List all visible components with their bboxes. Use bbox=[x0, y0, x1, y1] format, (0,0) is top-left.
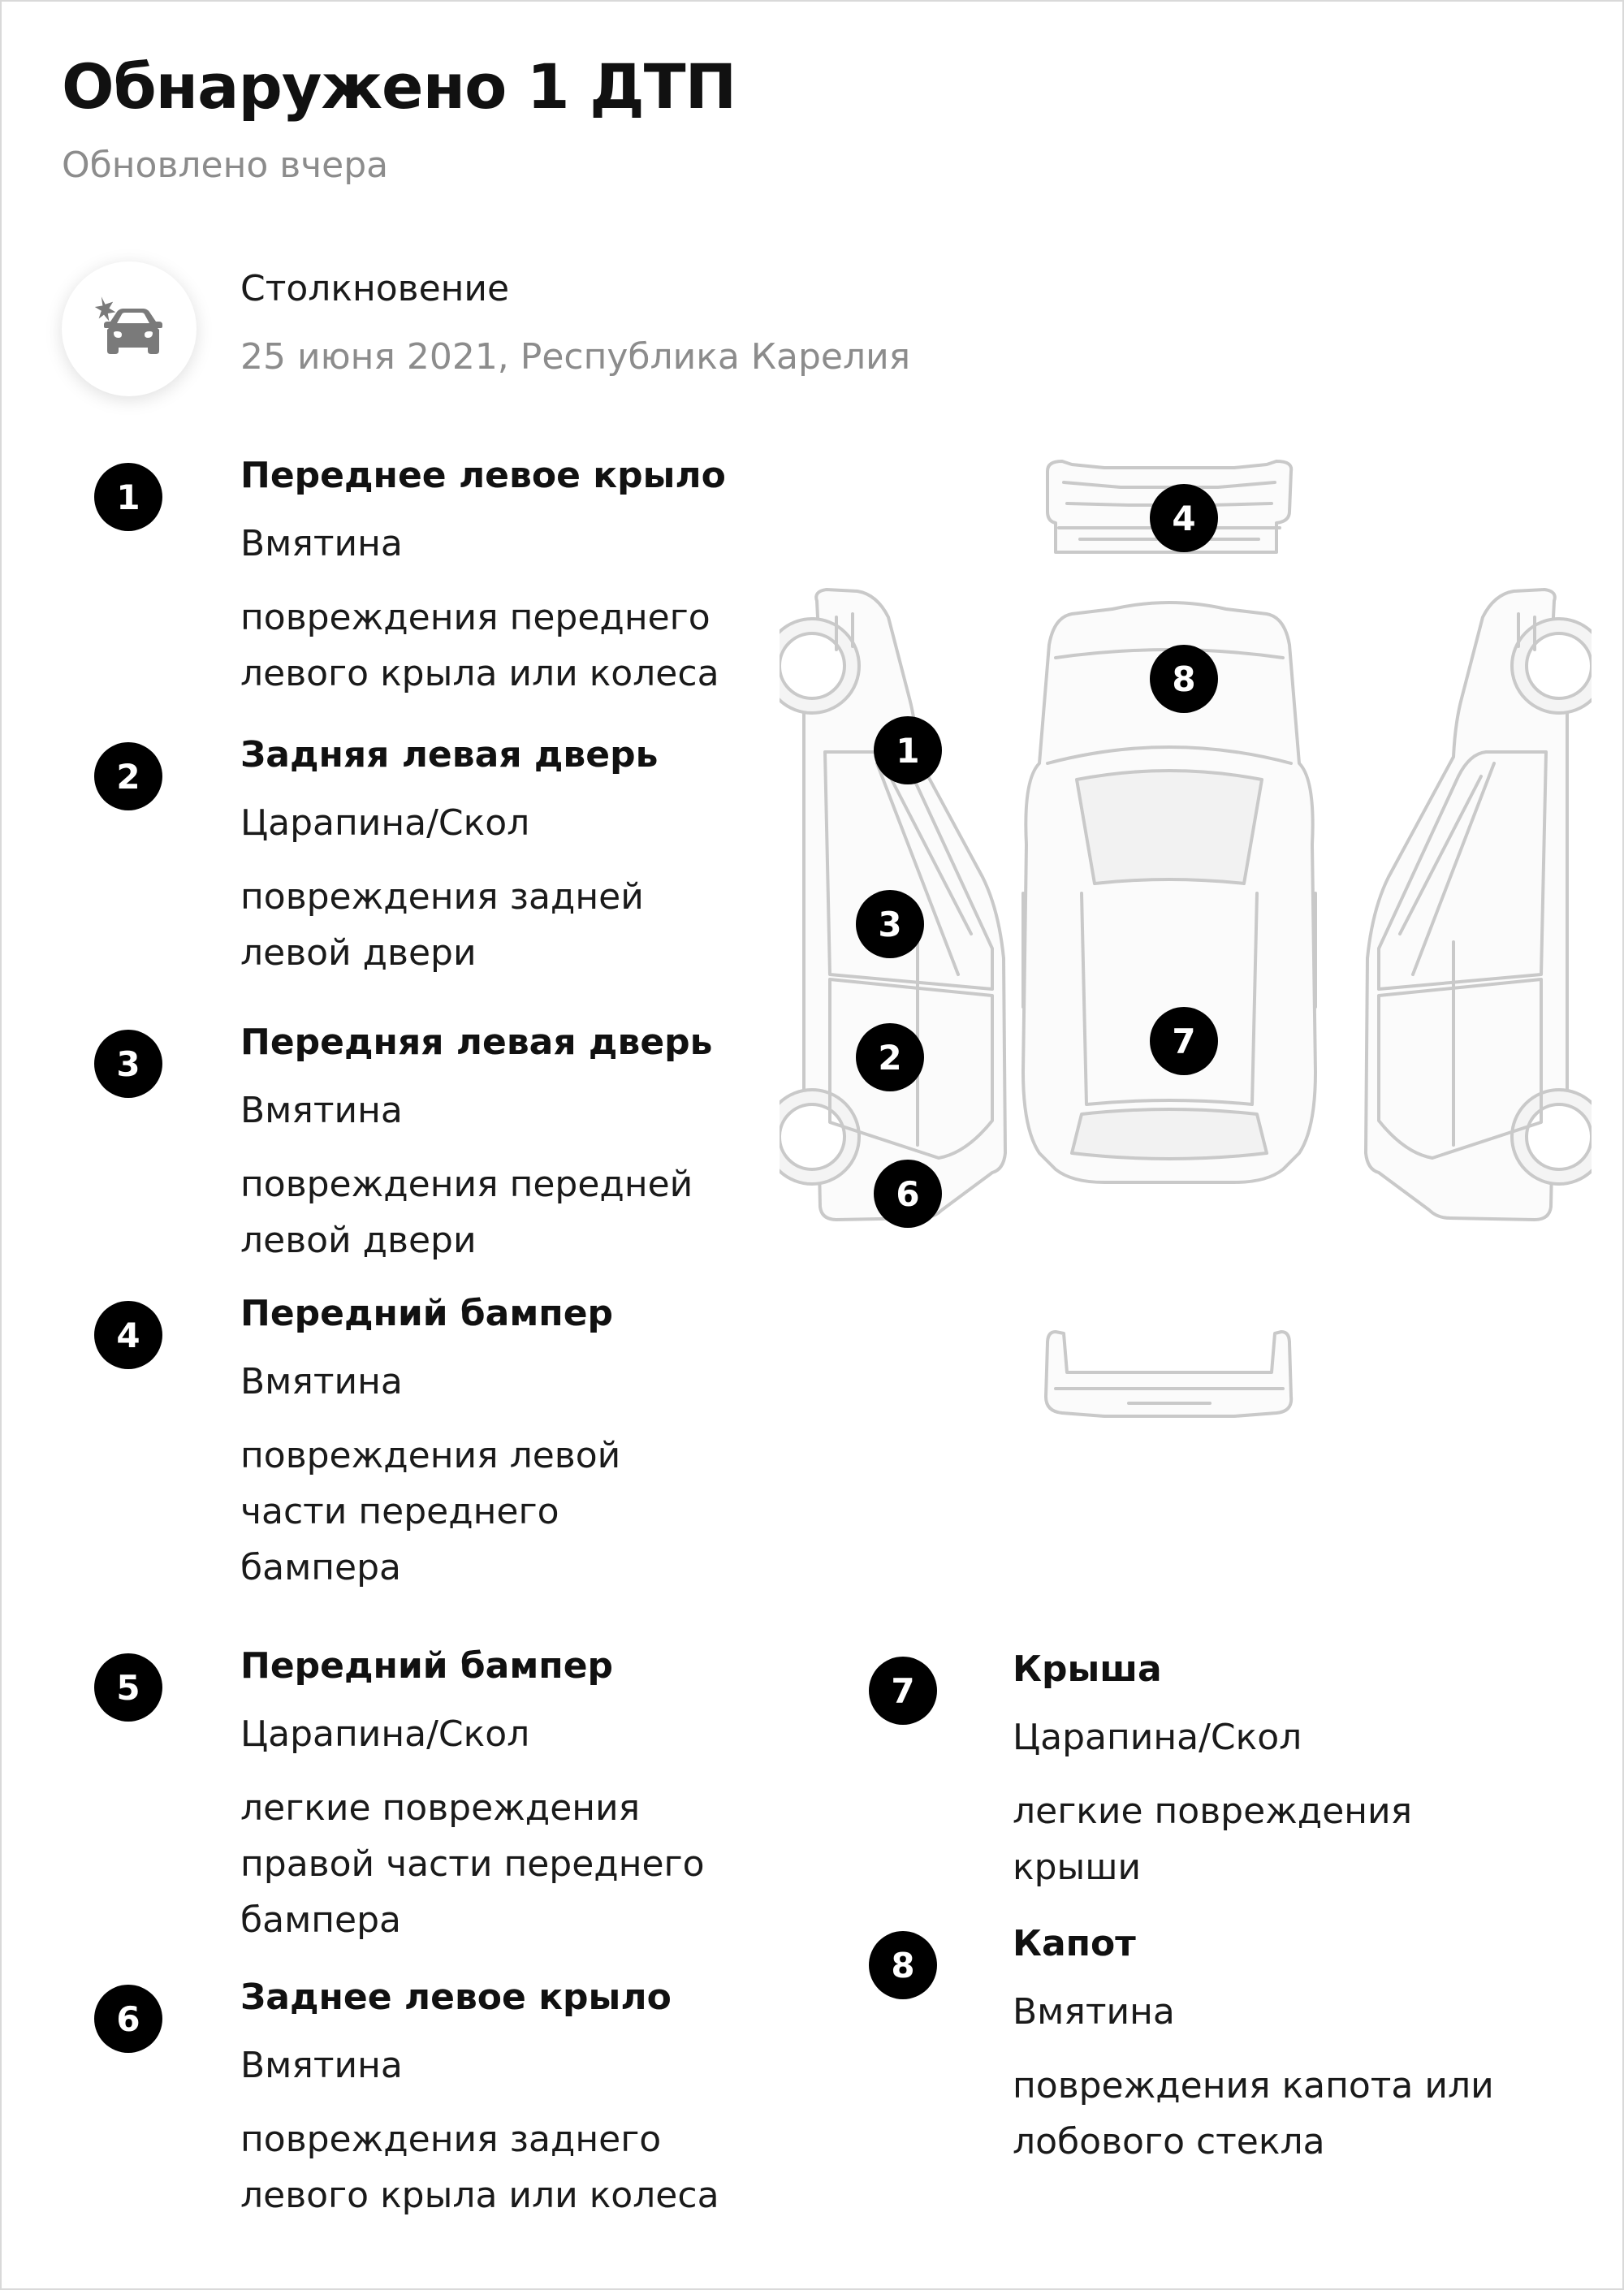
damage-part: Передний бампер bbox=[240, 1645, 614, 1687]
damage-number-badge: 4 bbox=[94, 1301, 162, 1369]
damage-part: Передняя левая дверь bbox=[240, 1022, 713, 1063]
diagram-marker: 2 bbox=[856, 1023, 924, 1091]
car-crash-icon bbox=[62, 261, 197, 396]
damage-number-badge: 1 bbox=[94, 463, 162, 531]
damage-description: повреждения задней левой двери bbox=[240, 876, 644, 974]
diagram-marker: 6 bbox=[874, 1160, 942, 1228]
damage-kind: Царапина/Скол bbox=[1013, 1717, 1302, 1758]
damage-kind: Вмятина bbox=[240, 2045, 403, 2086]
damage-kind: Вмятина bbox=[1013, 1991, 1175, 2033]
diagram-marker: 3 bbox=[856, 890, 924, 958]
diagram-marker: 7 bbox=[1150, 1007, 1218, 1075]
damage-description: повреждения капота или лобового стекла bbox=[1013, 2065, 1494, 2163]
car-damage-diagram: 4 8 1 3 2 7 6 bbox=[763, 455, 1608, 1449]
damage-part: Задняя левая дверь bbox=[240, 734, 659, 776]
damage-part: Крыша bbox=[1013, 1648, 1162, 1690]
damage-description: легкие повреждения крыши bbox=[1013, 1791, 1413, 1888]
damage-kind: Вмятина bbox=[240, 523, 403, 564]
damage-number-badge: 6 bbox=[94, 1985, 162, 2053]
damage-part: Передний бампер bbox=[240, 1293, 614, 1334]
damage-description: повреждения заднего левого крыла или кол… bbox=[240, 2119, 719, 2216]
diagram-marker: 1 bbox=[874, 716, 942, 784]
damage-part: Заднее левое крыло bbox=[240, 1977, 672, 2018]
damage-number-badge: 8 bbox=[869, 1931, 937, 1999]
damage-number-badge: 7 bbox=[869, 1657, 937, 1725]
damage-description: повреждения левой части переднего бампер… bbox=[240, 1435, 621, 1588]
damage-number-badge: 3 bbox=[94, 1030, 162, 1098]
event-meta: 25 июня 2021, Республика Карелия bbox=[240, 336, 911, 378]
damage-description: повреждения переднего левого крыла или к… bbox=[240, 597, 719, 694]
damage-kind: Вмятина bbox=[240, 1361, 403, 1402]
damage-part: Капот bbox=[1013, 1923, 1136, 1964]
damage-number-badge: 2 bbox=[94, 742, 162, 810]
damage-description: повреждения передней левой двери bbox=[240, 1164, 693, 1261]
damage-kind: Царапина/Скол bbox=[240, 1713, 530, 1755]
damage-part: Переднее левое крыло bbox=[240, 455, 726, 496]
diagram-marker: 4 bbox=[1150, 484, 1218, 552]
diagram-marker: 8 bbox=[1150, 645, 1218, 713]
updated-label: Обновлено вчера bbox=[62, 145, 389, 186]
damage-kind: Вмятина bbox=[240, 1090, 403, 1131]
damage-kind: Царапина/Скол bbox=[240, 802, 530, 844]
damage-number-badge: 5 bbox=[94, 1653, 162, 1722]
damage-description: легкие повреждения правой части переднег… bbox=[240, 1787, 705, 1941]
event-type: Столкновение bbox=[240, 268, 510, 309]
page-title: Обнаружено 1 ДТП bbox=[62, 50, 736, 123]
